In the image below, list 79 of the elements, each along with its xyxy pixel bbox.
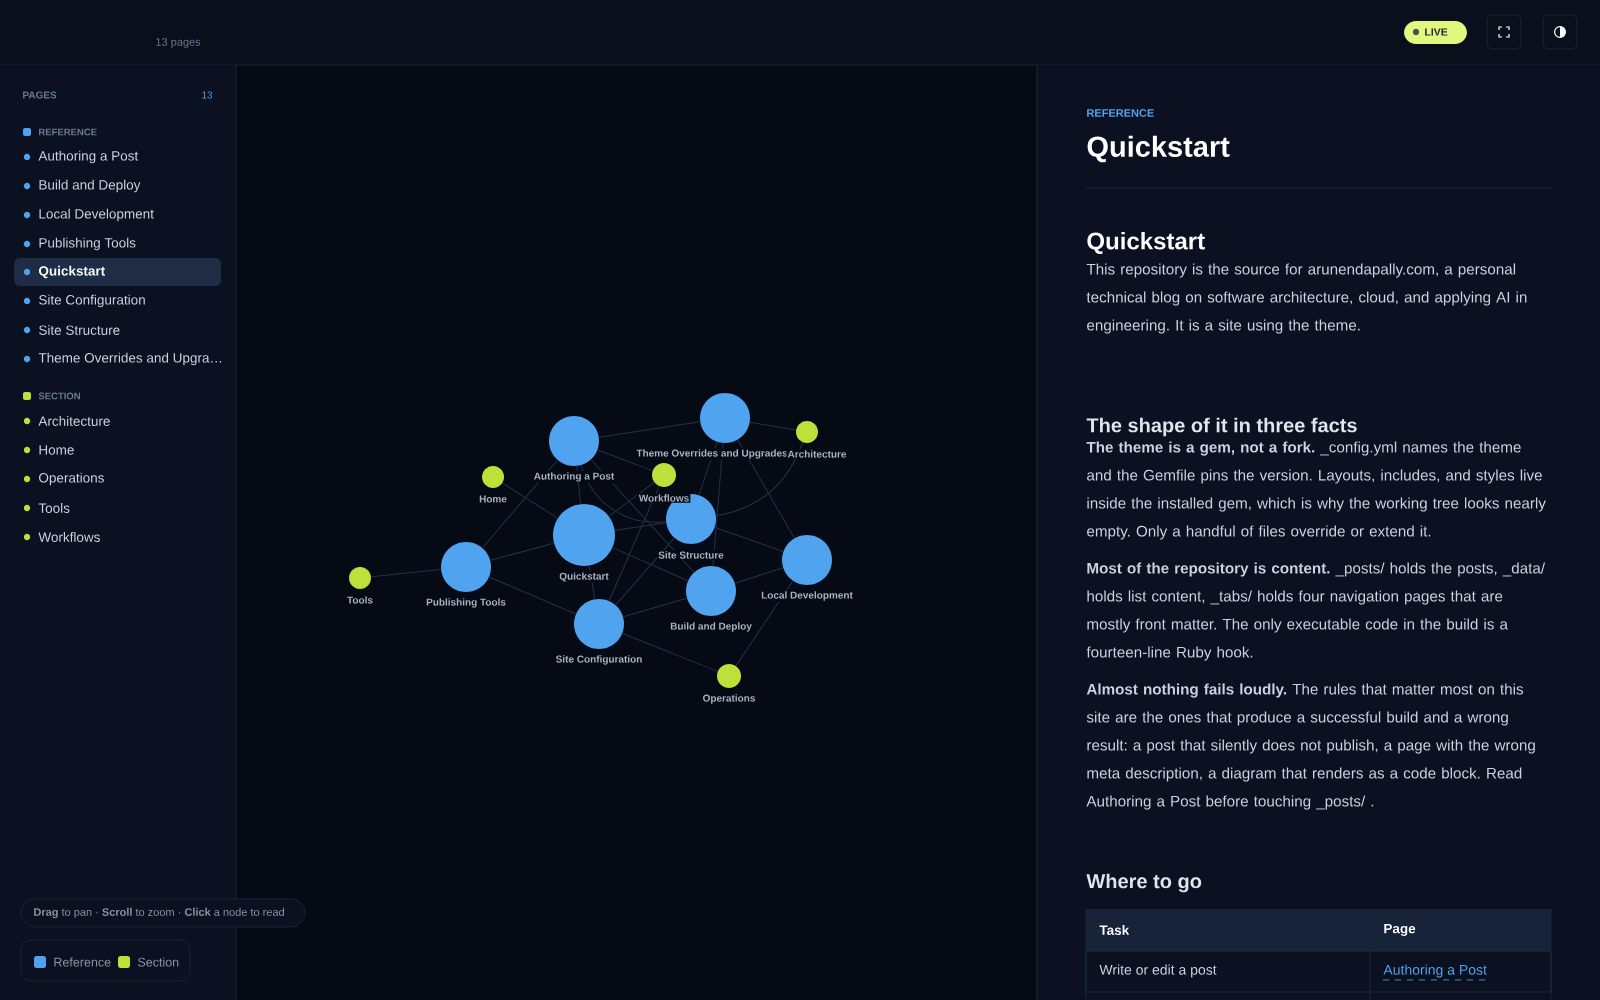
page-count: 13 pages: [156, 38, 201, 48]
sidebar-heading: PAGES: [23, 91, 57, 99]
graph-node: [482, 466, 504, 488]
node-label: Site Configuration: [554, 654, 644, 666]
legend-label: Reference: [54, 957, 111, 967]
status-badge: LIVE: [1404, 21, 1467, 44]
graph-edge: [598, 421, 701, 438]
graph-edge: [734, 567, 784, 584]
graph-node: [700, 393, 750, 443]
graph-edge: [735, 580, 794, 667]
graph-node: [796, 421, 818, 443]
node-label: Site Structure: [657, 550, 725, 560]
graph-edge: [608, 481, 655, 517]
node-label: Operations: [701, 693, 757, 705]
paragraph: This repository is the source for arunendapally.com, a personal technical blog on software architecture, cloud, and applying AI in engineering. It is a site using the theme.: [1086, 263, 1527, 334]
node-label: Home: [477, 494, 509, 504]
graph-node: [652, 463, 676, 487]
nav-item: Operations: [23, 472, 104, 486]
node-label: Publishing Tools: [424, 597, 508, 609]
graph-edge: [714, 526, 784, 553]
graph-edge: [490, 542, 555, 561]
graph-node: [686, 566, 736, 616]
nav-item: Publishing Tools: [23, 237, 136, 251]
graph-edge: [612, 547, 689, 582]
graph-edge: [370, 569, 442, 578]
graph-edge: [482, 459, 558, 549]
nav-item: Workflows: [23, 532, 100, 542]
graph-edge: [580, 464, 667, 523]
graph-node: [717, 664, 741, 688]
page-title: Quickstart: [1087, 135, 1230, 163]
node-label: Quickstart: [558, 571, 610, 583]
nav-item: Authoring a Post: [23, 150, 139, 164]
nav-item: Build and Deploy: [23, 179, 141, 193]
heading: Quickstart: [1087, 231, 1205, 255]
node-label: Workflows: [637, 493, 691, 503]
nav-item: Site Configuration: [23, 294, 145, 308]
graph-edge: [502, 482, 559, 519]
graph-node: [441, 542, 491, 592]
node-label: Authoring a Post: [532, 471, 616, 483]
paragraph: Most of the repository is content. _posts/ holds the posts, _data/ holds list content, _tabs/ holds four navigation pages that are mostly front matter. The only executable code in the build is a fourteen-line Ruby hook.: [1086, 562, 1546, 661]
page-count: 13: [202, 91, 213, 99]
nav-item: Local Development: [23, 208, 154, 222]
graph-edge: [715, 442, 804, 517]
graph-node: [549, 416, 599, 466]
heading: Where to go: [1086, 873, 1202, 893]
selected-nav-item: Quickstart: [14, 258, 221, 286]
nav-item: Site Structure: [23, 325, 120, 335]
graph-edge: [737, 439, 795, 539]
nav-item: Home: [23, 445, 74, 455]
graph-edge: [622, 597, 688, 618]
table-header-cell: Task: [1086, 909, 1370, 951]
nav-item: Theme Overrides and Upgra…: [23, 352, 222, 366]
section-tag: REFERENCE: [1087, 109, 1154, 117]
graph-node: [782, 535, 832, 585]
heading: The shape of it in three facts: [1086, 417, 1357, 437]
graph-edge: [749, 421, 797, 431]
graph-edge: [712, 442, 724, 567]
graph-edge: [488, 576, 577, 615]
nav-item: Tools: [23, 503, 70, 513]
category-heading: REFERENCE: [23, 128, 97, 136]
category-heading: SECTION: [23, 392, 80, 400]
graph-edge: [614, 522, 667, 531]
graph-edge: [597, 449, 653, 472]
graph-node: [349, 567, 371, 589]
graph-node: [574, 599, 624, 649]
graph-node: [553, 504, 615, 566]
node-label: Build and Deploy: [669, 621, 754, 633]
legend-label: Section: [137, 957, 179, 967]
node-label: Tools: [345, 595, 375, 605]
hint-pill: Drag to pan · Scroll to zoom · Click a node to read: [20, 898, 306, 928]
graph-edge: [615, 537, 675, 606]
paragraph: The theme is a gem, not a fork. _config.yml names the theme and the Gemfile pins the version. Layouts, includes, and styles live inside the installed gem, which is why the working tree looks nearly empty. Only a handful of files override or extend it.: [1086, 441, 1546, 540]
paragraph: Almost nothing fails loudly. The rules that matter most on this site are the ones that produce a successful build and a wrong result: a post that silently does not publish, a page with the wrong meta description, a diagram that renders as a code block. Read Authoring a Post before touching _posts/ .: [1086, 683, 1535, 810]
table-link: Authoring a Post: [1382, 964, 1488, 981]
graph-edge: [608, 485, 660, 602]
nav-item: Architecture: [23, 416, 110, 426]
node-label: Local Development: [759, 590, 855, 602]
graph-edge: [622, 632, 718, 672]
table-cell: Write or edit a post: [1099, 964, 1217, 978]
